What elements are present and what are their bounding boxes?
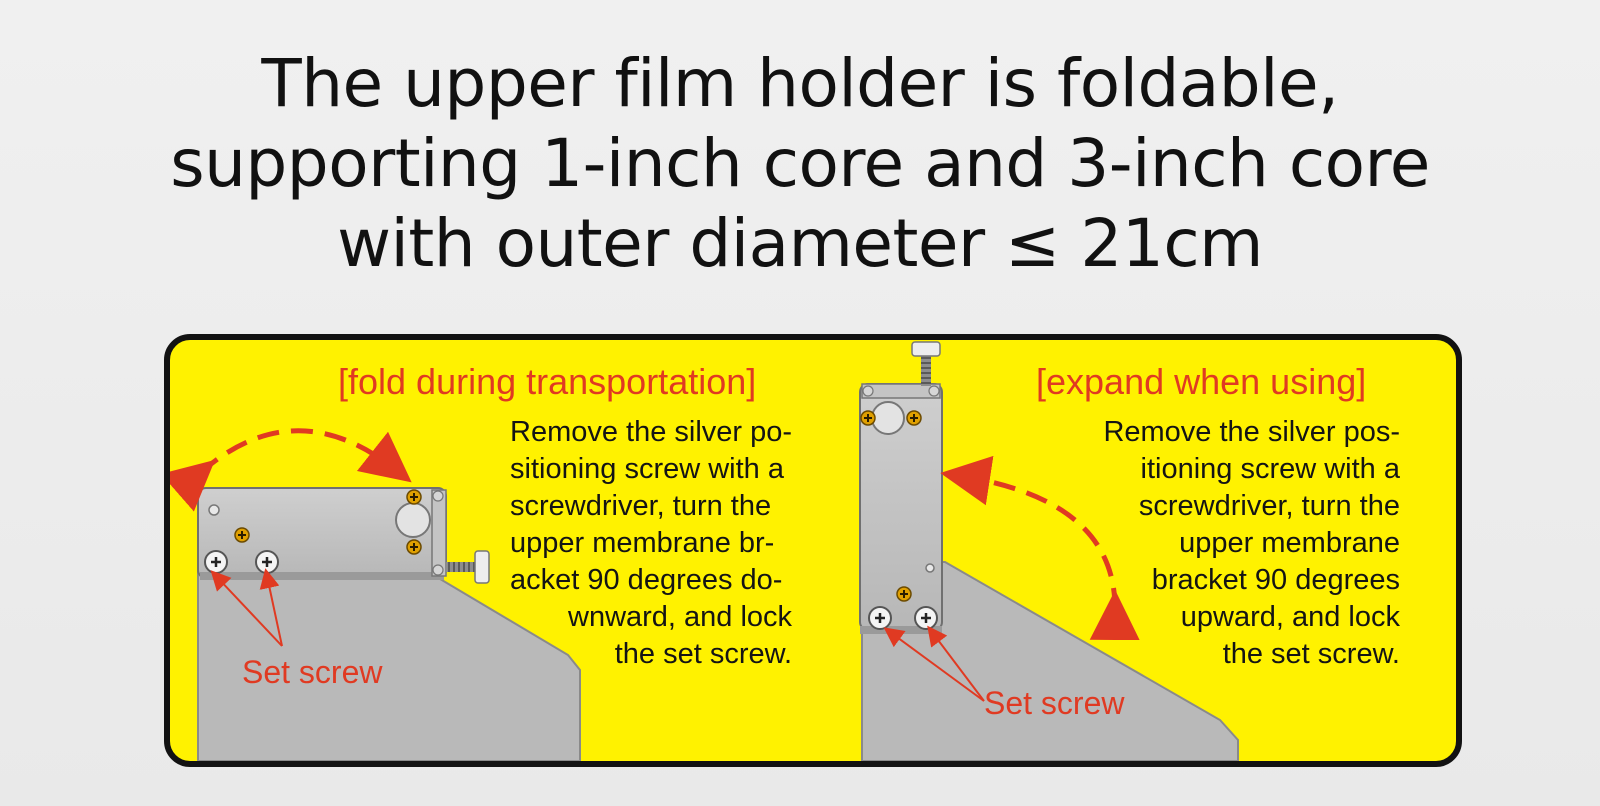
gold-screw-icon xyxy=(860,410,876,426)
expand-title: [expand when using] xyxy=(1036,361,1367,402)
fold-set-screw-label: Set screw xyxy=(242,654,383,690)
fold-title: [fold during transportation] xyxy=(338,361,757,402)
expand-description: Remove the silver pos- itioning screw wi… xyxy=(1103,414,1400,673)
fold-description-line: wnward, and lock xyxy=(568,601,793,633)
phillips-screw-icon xyxy=(255,550,279,574)
instruction-illustration xyxy=(170,341,1239,761)
fold-description-line: acket 90 degrees do- xyxy=(510,564,783,596)
set-screw-pointer xyxy=(210,568,283,647)
page-title: The upper film holder is foldable, suppo… xyxy=(0,44,1600,284)
phillips-screw-icon xyxy=(914,606,938,630)
fold-description-line: screwdriver, turn the xyxy=(510,490,772,522)
instruction-panel: [fold during transportation] Remove the … xyxy=(164,334,1462,767)
page-title-line: The upper film holder is foldable, xyxy=(261,45,1339,122)
curved-double-arrow-icon xyxy=(170,428,412,512)
fold-description: Remove the silver po- sitioning screw wi… xyxy=(510,414,792,673)
expand-description-line: upper membrane xyxy=(1179,527,1400,559)
expand-description-line: Remove the silver pos- xyxy=(1103,416,1400,448)
expand-description-line: upward, and lock xyxy=(1180,601,1400,633)
gold-screw-icon xyxy=(234,527,250,543)
page-title-line: with outer diameter ≤ 21cm xyxy=(337,205,1263,282)
gold-screw-icon xyxy=(406,489,422,505)
expand-description-line: itioning screw with a xyxy=(1140,453,1401,485)
curved-arrow-down-icon xyxy=(940,455,1140,641)
expand-set-screw-label: Set screw xyxy=(984,685,1125,721)
page-title-line: supporting 1-inch core and 3-inch core xyxy=(170,125,1430,202)
fold-description-line: the set screw. xyxy=(614,638,793,670)
expanded-bracket xyxy=(859,383,943,634)
fold-description-line: upper membrane br- xyxy=(510,527,775,559)
set-screw-pointer xyxy=(883,625,985,702)
phillips-screw-icon xyxy=(868,606,892,630)
expand-description-line: the set screw. xyxy=(1222,638,1400,670)
expand-description-line: screwdriver, turn the xyxy=(1138,490,1400,522)
silver-positioning-screw-icon xyxy=(446,550,490,584)
phillips-screw-icon xyxy=(204,550,228,574)
silver-positioning-screw-icon xyxy=(911,341,941,386)
gold-screw-icon xyxy=(906,410,922,426)
fold-description-line: Remove the silver po- xyxy=(510,416,793,448)
gold-screw-icon xyxy=(896,586,912,602)
expand-description-line: bracket 90 degrees xyxy=(1151,564,1400,596)
fold-description-line: sitioning screw with a xyxy=(510,453,784,485)
gold-screw-icon xyxy=(406,539,422,555)
